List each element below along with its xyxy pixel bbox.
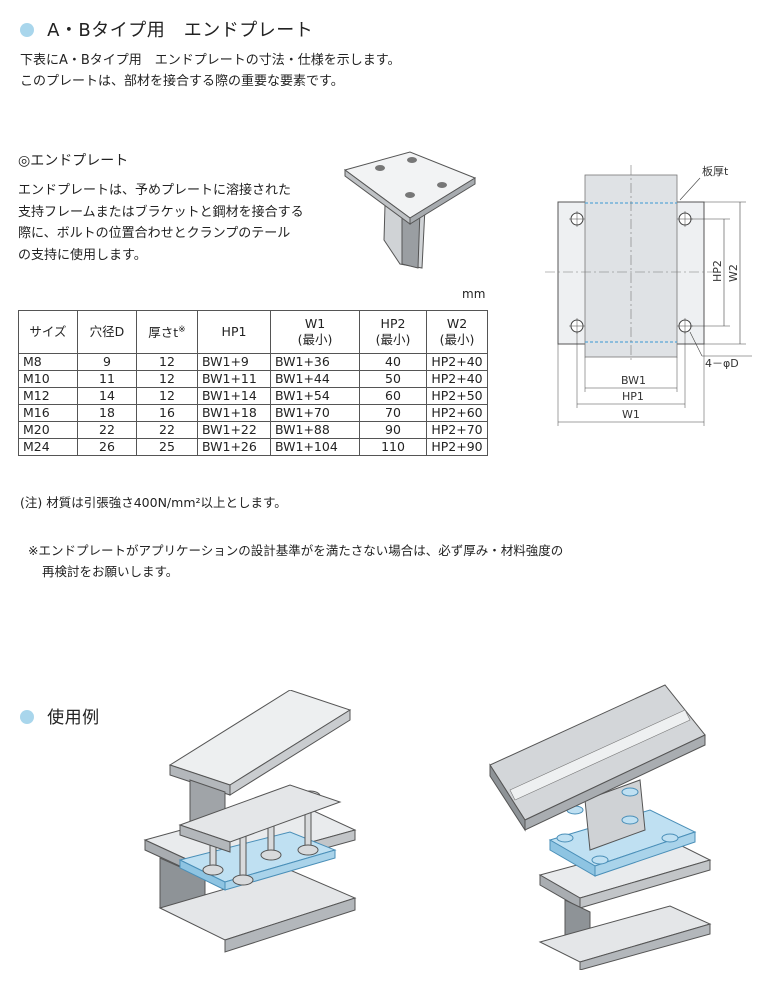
col-header: W2(最小) [426, 310, 488, 354]
section-title: ◎エンドプレート [18, 153, 129, 169]
title-row: A・Bタイプ用 エンドプレート [20, 16, 313, 42]
material-note: (注) 材質は引張強さ400N/mm²以上とします。 [20, 495, 287, 510]
page-title: A・Bタイプ用 エンドプレート [47, 20, 314, 41]
bullet-icon [20, 710, 34, 724]
col-header: HP1 [197, 310, 271, 354]
table-header-row: サイズ 穴径D 厚さt※ HP1 W1(最小) HP2(最小) W2(最小) [18, 310, 488, 354]
label-hole: 4－φD [705, 357, 739, 370]
intro-line: このプレートは、部材を接合する際の重要な要素です。 [20, 74, 344, 89]
col-header: サイズ [18, 310, 78, 354]
section-line: エンドプレートは、予めプレートに溶接された [18, 183, 292, 198]
usage-illustration-1 [143, 690, 357, 953]
end-plate-illustration [343, 151, 477, 269]
caution-line: 再検討をお願いします。 [42, 564, 179, 579]
section-body: エンドプレートは、予めプレートに溶接された 支持フレームまたはブラケットと鋼材を… [18, 180, 304, 266]
usage-illustration-2 [489, 684, 712, 970]
label-thickness: 板厚t [702, 164, 729, 178]
intro-line: 下表にA・Bタイプ用 エンドプレートの寸法・仕様を示します。 [20, 53, 401, 68]
dimension-drawing: 板厚t HP2 W2 4－φD BW1 HP1 W1 [545, 164, 752, 426]
label-bw1: BW1 [621, 374, 646, 387]
section-line: の支持に使用します。 [18, 247, 147, 263]
caution-note: ※エンドプレートがアプリケーションの設計基準がを満たさない場合は、必ず厚み・材料… [28, 540, 563, 582]
unit-label: mm [462, 287, 486, 301]
caution-line: ※エンドプレートがアプリケーションの設計基準がを満たさない場合は、必ず厚み・材料… [28, 543, 564, 558]
col-header: 穴径D [77, 310, 137, 354]
col-header: W1(最小) [270, 310, 360, 354]
label-w1: W1 [622, 408, 640, 421]
usage-title: 使用例 [47, 708, 100, 728]
label-w2: W2 [727, 264, 740, 282]
spec-table: サイズ 穴径D 厚さt※ HP1 W1(最小) HP2(最小) W2(最小) M… [18, 310, 488, 456]
label-hp2: HP2 [711, 260, 724, 282]
label-hp1: HP1 [622, 390, 644, 403]
bullet-icon [20, 23, 34, 37]
col-header: 厚さt※ [136, 310, 198, 354]
col-header: HP2(最小) [359, 310, 427, 354]
section-line: 際に、ボルトの位置合わせとクランプのテール [18, 226, 291, 241]
section-line: 支持フレームまたはブラケットと鋼材を接合する [18, 204, 304, 220]
intro-text: 下表にA・Bタイプ用 エンドプレートの寸法・仕様を示します。 このプレートは、部… [20, 50, 401, 92]
usage-title-row: 使用例 [20, 703, 100, 728]
